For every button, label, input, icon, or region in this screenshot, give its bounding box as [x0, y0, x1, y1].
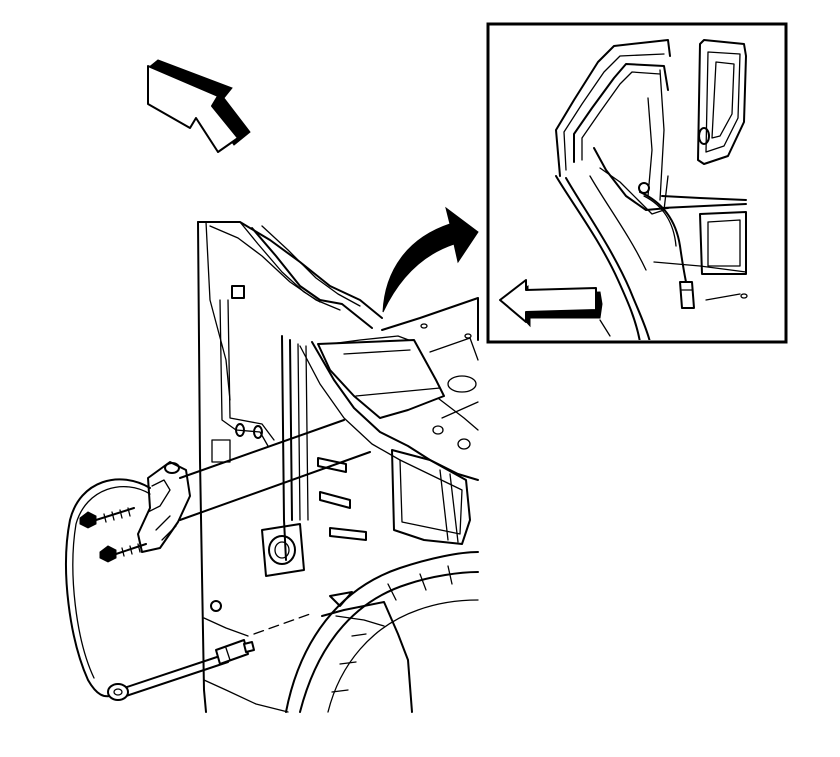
inset-detail-view	[486, 22, 788, 344]
mounting-screw-icon	[79, 507, 135, 529]
mounting-screw-icon	[99, 543, 147, 563]
wheel-house	[261, 341, 479, 713]
mounting-bracket	[137, 461, 191, 553]
sensor-cable	[65, 478, 229, 699]
alignment-lines	[179, 419, 371, 635]
body-panel	[197, 221, 383, 713]
cable-connector	[107, 639, 255, 701]
view-direction-arrow	[147, 59, 251, 153]
curved-callout-arrow	[382, 206, 479, 313]
cowl-deck	[317, 297, 479, 450]
left-arrow	[499, 279, 603, 328]
